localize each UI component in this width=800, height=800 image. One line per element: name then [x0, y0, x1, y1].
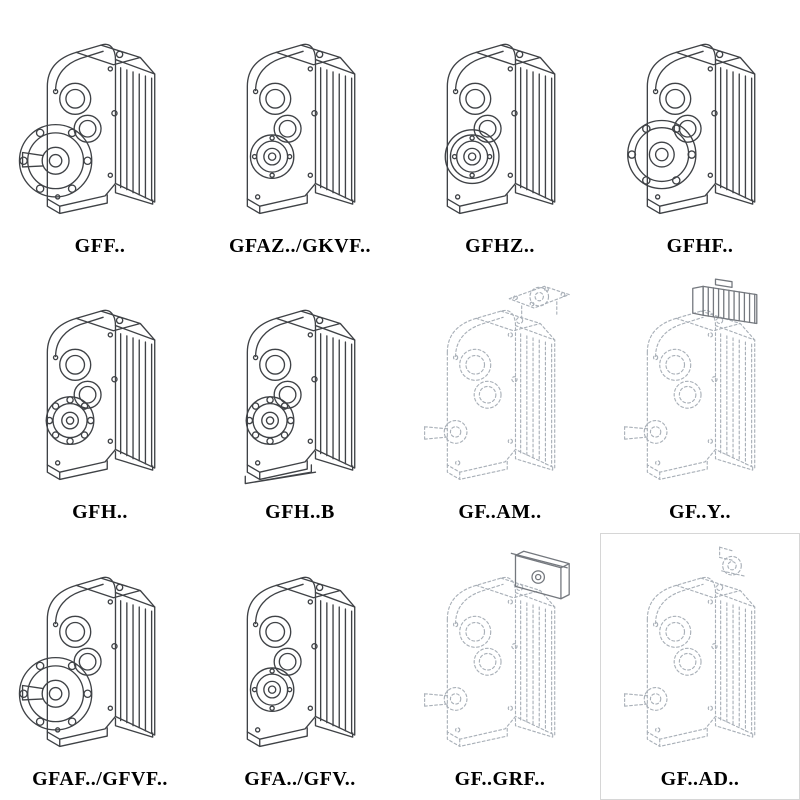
catalog-cell: GFHZ.. [400, 0, 600, 267]
model-label: GFH.. [72, 501, 128, 524]
catalog-cell: GFH..B [200, 267, 400, 534]
model-label: GFHF.. [666, 234, 734, 257]
model-label: GFAF../GFVF.. [32, 767, 168, 790]
model-label: GFA../GFV.. [244, 767, 356, 790]
catalog-cell: GF..AD.. [600, 533, 800, 800]
gearbox-output-flange-drawing [18, 576, 156, 748]
model-label: GF..AD.. [660, 767, 740, 790]
catalog-cell: GFF.. [0, 0, 200, 267]
gearbox-foot-mounted-base-drawing [244, 310, 356, 485]
catalog-cell: GFH.. [0, 267, 200, 534]
model-label: GF..Y.. [668, 501, 732, 524]
catalog-cell: GFA../GFV.. [200, 533, 400, 800]
gearbox-hollow-shaft-drawing [246, 43, 356, 214]
model-label: GFAZ../GKVF.. [228, 234, 372, 257]
catalog-cell: GFHF.. [600, 0, 800, 267]
catalog-cell: GFAF../GFVF.. [0, 533, 200, 800]
model-label: GF..AM.. [458, 501, 542, 524]
gearbox-shrink-disc-drawing [444, 43, 556, 214]
gearbox-shaft-mounted-drawing [246, 576, 356, 748]
catalog-cell: GF..Y.. [600, 267, 800, 534]
gearbox-input-adapter-drawing [424, 550, 570, 747]
model-label: GFF.. [74, 234, 126, 257]
catalog-cell: GFAZ../GKVF.. [200, 0, 400, 267]
catalog-cell: GF..AM.. [400, 267, 600, 534]
catalog-cell: GF..GRF.. [400, 533, 600, 800]
gearbox-flange-hollow-drawing [627, 43, 756, 214]
gearbox-motor-adapter-drawing [424, 286, 570, 481]
gearbox-output-flange-drawing [18, 43, 156, 214]
gearbox-foot-mounted-drawing [45, 310, 156, 481]
gearbox-input-shaft-drawing [624, 546, 756, 747]
model-label: GFH..B [265, 501, 335, 524]
gearbox-with-motor-drawing [624, 278, 758, 481]
model-label: GFHZ.. [465, 234, 535, 257]
model-label: GF..GRF.. [454, 767, 546, 790]
